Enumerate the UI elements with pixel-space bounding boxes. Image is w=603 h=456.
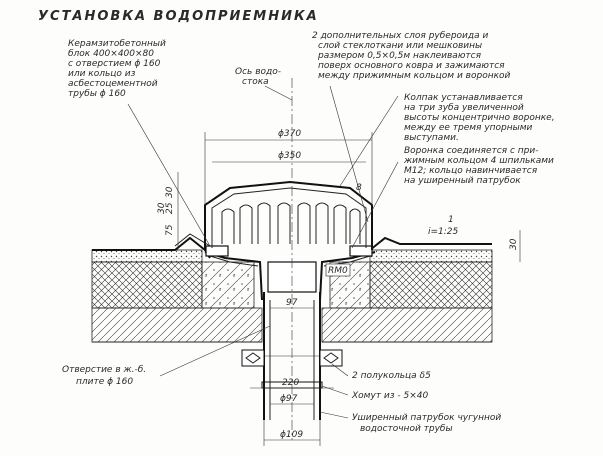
dimension-d370: ϕ370 xyxy=(204,129,373,205)
note-pipe: Уширенный патрубок чугунной водосточной … xyxy=(352,413,504,434)
svg-text:75: 75 xyxy=(165,224,175,236)
note-hole: Отверстие в ж.-б. плите ϕ 160 xyxy=(62,365,149,387)
dimension-heights-left: 30 25 75 30 xyxy=(157,172,179,250)
label-1: 1 xyxy=(448,215,454,225)
dimension-97: 97 xyxy=(270,298,314,309)
screed-layer-left xyxy=(91,249,203,263)
dimension-d109: ϕ109 xyxy=(263,420,321,446)
concrete-slab-left xyxy=(91,307,263,343)
insulation-layer-right xyxy=(369,261,493,309)
svg-text:ϕ350: ϕ350 xyxy=(278,151,301,161)
concrete-slab-right xyxy=(321,307,493,343)
svg-text:30: 30 xyxy=(157,202,167,214)
svg-text:30: 30 xyxy=(509,238,519,250)
cap-slots xyxy=(221,202,361,244)
note-layers: 2 дополнительных слоя рубероида и слой с… xyxy=(312,31,511,81)
half-ring-right xyxy=(319,349,343,367)
svg-text:RM0: RM0 xyxy=(328,266,348,276)
label-rm0: RM0 xyxy=(325,263,351,277)
note-block: Керамзитобетонный блок 400×400×80 с отве… xyxy=(68,39,169,99)
svg-text:ϕ109: ϕ109 xyxy=(280,430,303,440)
note-half-rings: 2 полукольца δ5 xyxy=(352,371,431,381)
expanded-clay-block-left xyxy=(201,261,255,309)
pressure-ring-right xyxy=(349,245,373,257)
svg-text:30: 30 xyxy=(165,186,175,198)
svg-text:25: 25 xyxy=(165,202,175,214)
svg-text:220: 220 xyxy=(282,378,299,388)
note-clamp: Хомут из - 5×40 xyxy=(351,391,428,401)
note-axis: Ось водо- стока xyxy=(235,67,284,87)
dimension-d97: ϕ97 xyxy=(270,394,314,405)
dimension-220: 220 xyxy=(250,378,334,389)
svg-text:ϕ97: ϕ97 xyxy=(280,394,298,404)
dimension-right-30: 30 xyxy=(509,230,521,262)
pressure-ring-left xyxy=(205,245,229,257)
half-ring-left xyxy=(241,349,265,367)
leader-lines xyxy=(127,85,399,419)
screed-layer-right xyxy=(369,249,493,263)
insulation-layer-left xyxy=(91,261,203,309)
dimension-d350: ϕ350 xyxy=(212,151,366,163)
note-cap: Колпак устанавливается на три зуба увели… xyxy=(403,93,557,186)
svg-text:97: 97 xyxy=(286,298,298,308)
cap-dome xyxy=(204,180,373,250)
slope-label: i=1:25 xyxy=(428,227,459,237)
drawing-title: УСТАНОВКА ВОДОПРИЕМНИКА xyxy=(38,9,319,24)
label-8: 8 xyxy=(356,183,362,193)
svg-text:ϕ370: ϕ370 xyxy=(278,129,301,139)
